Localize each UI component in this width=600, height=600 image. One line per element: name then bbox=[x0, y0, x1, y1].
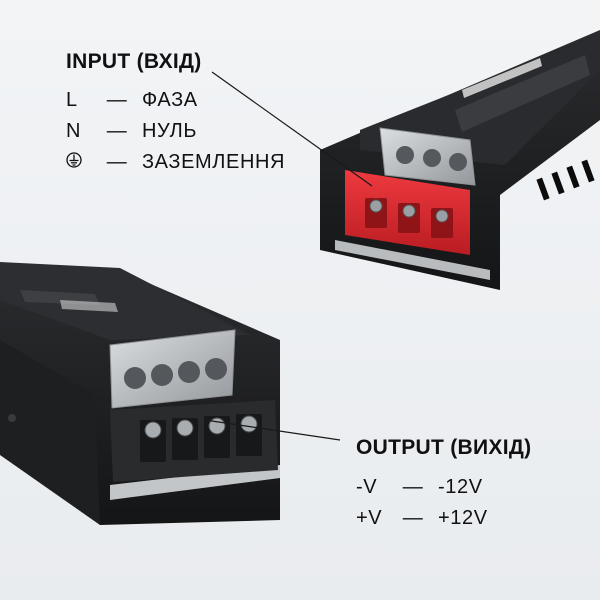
input-power-supply bbox=[320, 30, 600, 290]
output-row-key: -V bbox=[356, 476, 378, 498]
output-row-plus: +V — +12V bbox=[356, 507, 488, 530]
output-row-minus: -V — -12V bbox=[356, 476, 483, 499]
input-row-dash: — bbox=[106, 120, 128, 142]
output-leader-line bbox=[204, 419, 341, 441]
output-row-key: +V bbox=[356, 507, 383, 529]
input-row-key: L bbox=[66, 89, 78, 111]
input-row-value: ФАЗА bbox=[142, 89, 198, 111]
output-row-value: +12V bbox=[438, 507, 488, 529]
input-row-dash: — bbox=[106, 89, 128, 111]
input-row-l: L — ФАЗА bbox=[66, 89, 198, 112]
input-row-n: N — НУЛЬ bbox=[66, 120, 197, 143]
input-row-value: НУЛЬ bbox=[142, 120, 198, 142]
output-title: OUTPUT (ВИХІД) bbox=[356, 436, 532, 459]
output-power-supply bbox=[0, 262, 280, 525]
input-row-key: N bbox=[66, 120, 82, 142]
ground-icon bbox=[66, 152, 82, 168]
input-title: INPUT (ВХІД) bbox=[66, 50, 202, 73]
input-row-dash: — bbox=[106, 151, 128, 173]
input-leader-line bbox=[211, 71, 373, 187]
output-row-value: -12V bbox=[438, 476, 483, 498]
input-row-value: ЗАЗЕМЛЕННЯ bbox=[142, 151, 286, 173]
output-row-dash: — bbox=[402, 476, 424, 498]
input-row-ground: — ЗАЗЕМЛЕННЯ bbox=[66, 151, 285, 174]
output-row-dash: — bbox=[402, 507, 424, 529]
